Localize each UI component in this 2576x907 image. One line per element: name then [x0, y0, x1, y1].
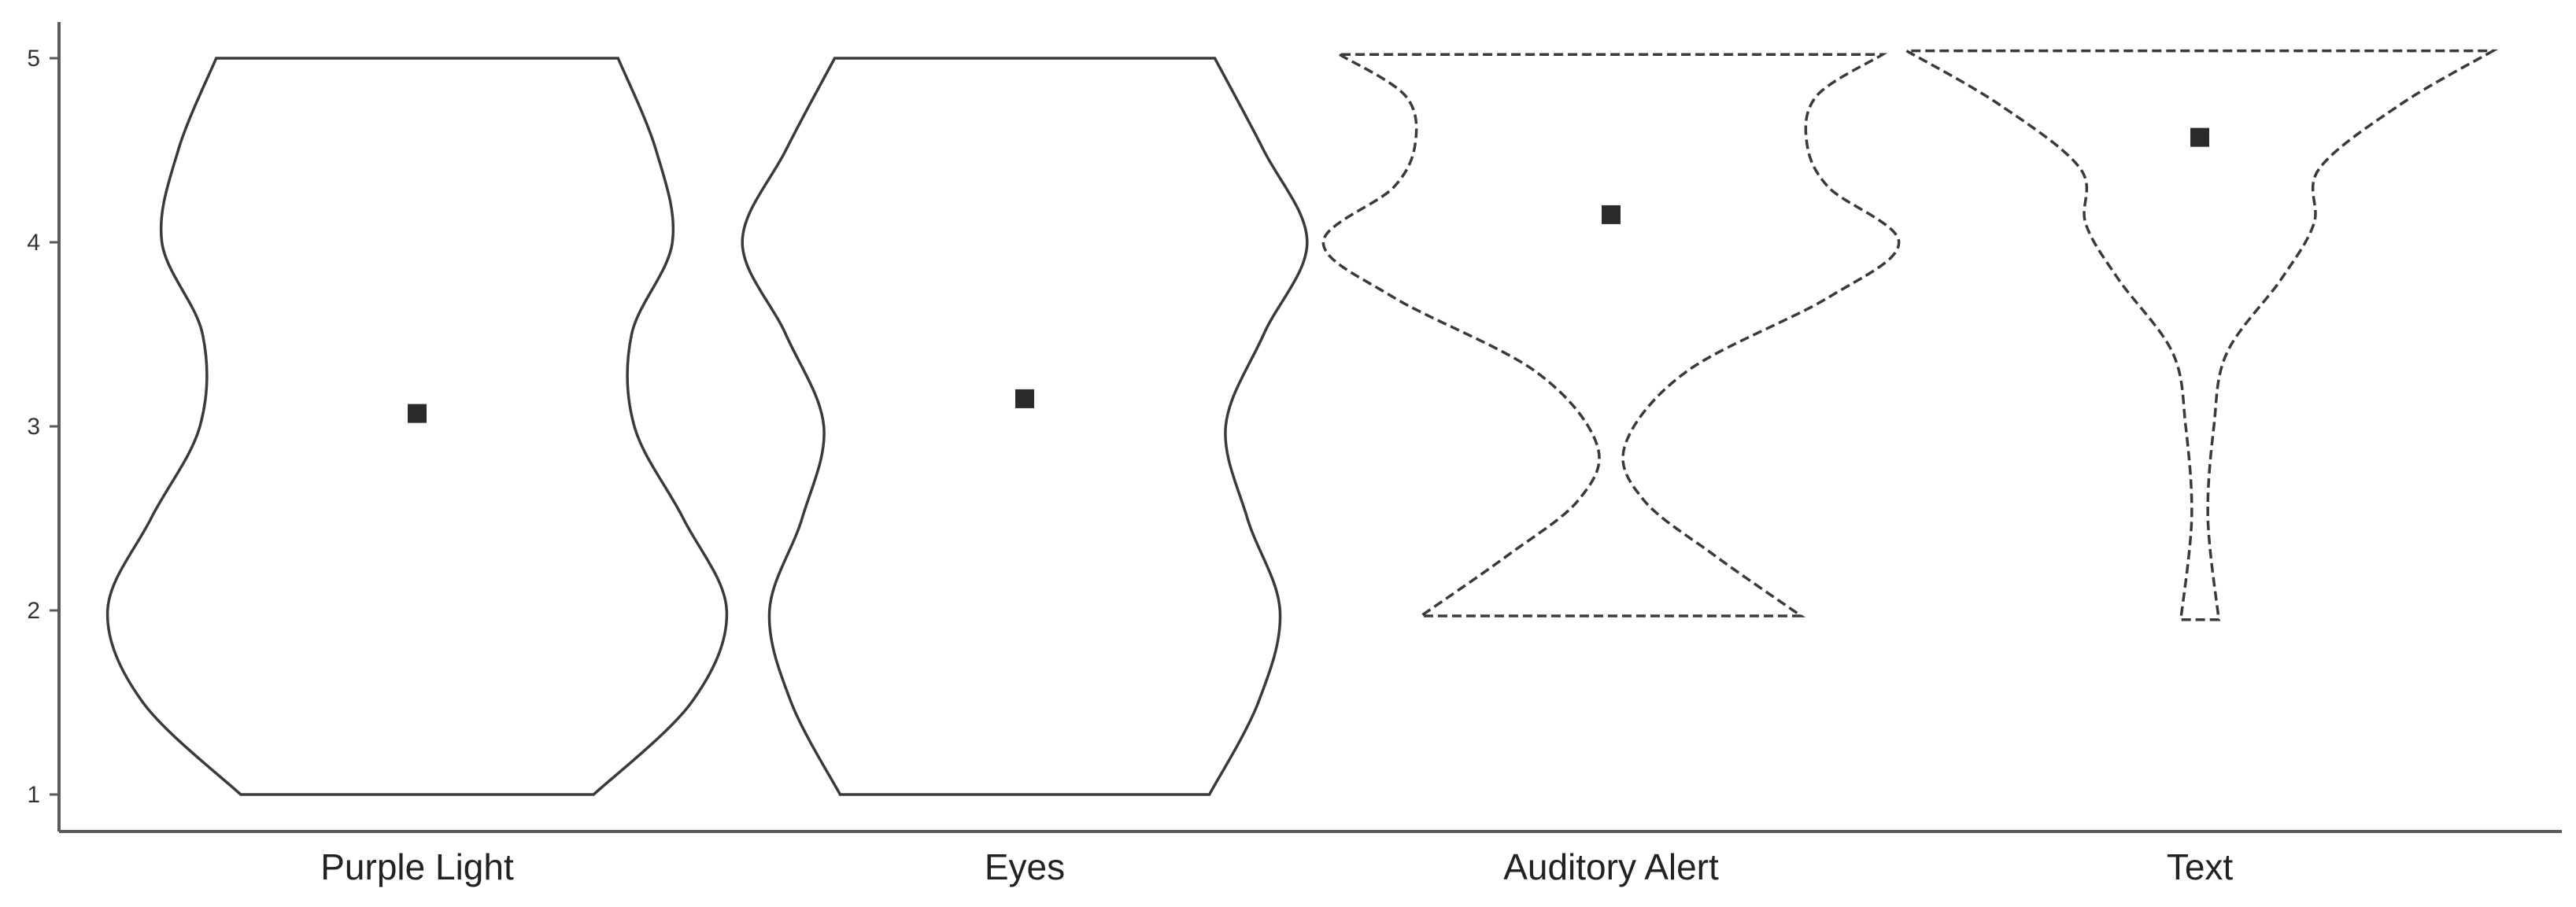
mean-marker [408, 404, 427, 423]
violin-purple-light [105, 57, 729, 796]
violin-eyes [741, 57, 1309, 796]
violin-auditory-alert [1321, 53, 1901, 618]
x-category-label: Auditory Alert [1503, 846, 1719, 887]
violins [105, 49, 2499, 796]
x-category-label: Text [2167, 846, 2234, 887]
axes [50, 22, 2562, 833]
y-tick-label: 2 [27, 598, 40, 624]
mean-marker [1015, 389, 1034, 408]
y-tick-label: 1 [27, 782, 40, 808]
mean-marker [2190, 127, 2209, 147]
mean-markers [408, 127, 2209, 423]
mean-marker [1602, 205, 1621, 224]
x-category-label: Purple Light [320, 846, 514, 887]
y-tick-label: 4 [27, 230, 40, 256]
x-category-label: Eyes [985, 846, 1065, 887]
y-tick-label: 5 [27, 46, 40, 72]
violin-text [1901, 49, 2499, 621]
y-tick-label: 3 [27, 414, 40, 440]
